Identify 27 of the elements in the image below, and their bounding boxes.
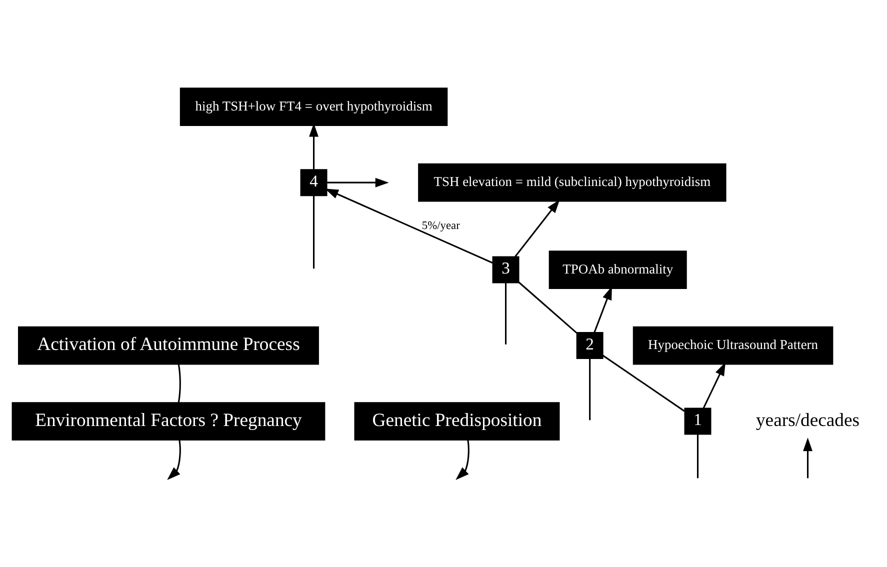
arrow — [327, 177, 389, 187]
node-box: 3 — [492, 256, 520, 283]
node-box: Activation of Autoimmune Process — [18, 326, 319, 364]
node-box: Environmental Factors ? Pregnancy — [12, 402, 326, 440]
node-box: 2 — [576, 332, 604, 358]
node-box: TPOAb abnormality — [548, 250, 687, 288]
node-box: 1 — [684, 407, 712, 434]
node-box: 4 — [300, 168, 328, 196]
arrow — [324, 188, 493, 264]
node-box: TSH elevation = mild (subclinical) hypothyroidism — [418, 162, 726, 202]
connector — [178, 364, 181, 402]
node-box: Genetic Predisposition — [354, 402, 560, 440]
edge-label: 5%/year — [422, 220, 460, 232]
node-box: high TSH+low FT4 = overt hypothyroidism — [180, 87, 448, 126]
node-text: years/decades — [756, 409, 860, 430]
node-box: Hypoechoic Ultrasound Pattern — [632, 326, 834, 364]
arrow — [803, 437, 812, 478]
connector — [696, 434, 699, 478]
connector — [504, 282, 507, 344]
connector — [589, 358, 591, 420]
arrow — [456, 440, 470, 480]
arrow — [514, 199, 560, 256]
connector — [602, 354, 685, 412]
arrow — [702, 362, 726, 408]
connector — [518, 281, 578, 334]
connector — [313, 195, 315, 268]
arrow — [167, 440, 181, 480]
